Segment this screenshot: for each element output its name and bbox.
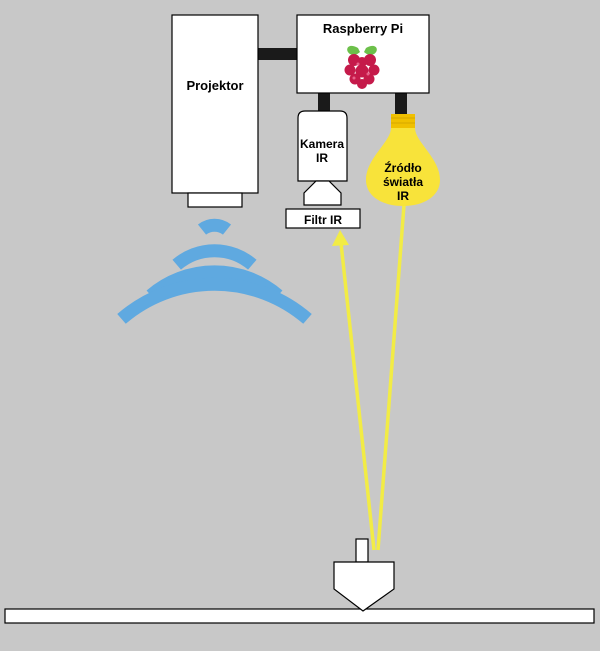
tracked-object <box>333 538 395 612</box>
light-label-line1: Źródło <box>384 160 421 175</box>
ir-reflected-arrowhead <box>332 230 349 246</box>
bulb-socket <box>391 114 415 128</box>
pi-camera-cable <box>318 93 330 111</box>
raspberry-pi-label: Raspberry Pi <box>323 21 403 36</box>
projector-label: Projektor <box>186 78 243 93</box>
raspberry-pi-logo-icon <box>344 45 380 89</box>
tracked-object-body <box>333 561 395 612</box>
raspberry-pi-box: Raspberry Pi <box>296 14 430 94</box>
ir-camera: Kamera IR <box>297 110 348 206</box>
bulb-glass <box>366 128 440 206</box>
signal-wave-1 <box>197 218 232 235</box>
ir-camera-label-line1: Kamera <box>300 137 344 151</box>
light-bulb-icon: Źródło światła IR <box>366 114 440 206</box>
signal-waves-icon <box>117 218 312 324</box>
ir-camera-lens <box>303 180 342 206</box>
ir-filter: Filtr IR <box>285 208 361 229</box>
ir-filter-label: Filtr IR <box>304 213 342 227</box>
tracked-object-handle <box>355 538 369 563</box>
projector-body <box>171 14 259 194</box>
light-label-line2: światła <box>383 175 423 189</box>
projector: Projektor <box>171 14 259 208</box>
signal-wave-3 <box>146 265 283 301</box>
ir-beams <box>332 204 406 551</box>
projector-pi-cable <box>258 48 298 60</box>
ir-camera-body <box>297 110 348 182</box>
ir-camera-label-line2: IR <box>316 151 328 165</box>
ir-reflected-beam <box>339 242 376 551</box>
projector-lens <box>187 192 243 208</box>
ground-surface <box>4 608 595 624</box>
ir-emitted-beam <box>376 204 406 551</box>
signal-wave-2 <box>172 244 257 270</box>
signal-wave-4 <box>117 277 312 324</box>
pi-light-cable <box>395 93 407 115</box>
light-label-line3: IR <box>397 189 409 203</box>
